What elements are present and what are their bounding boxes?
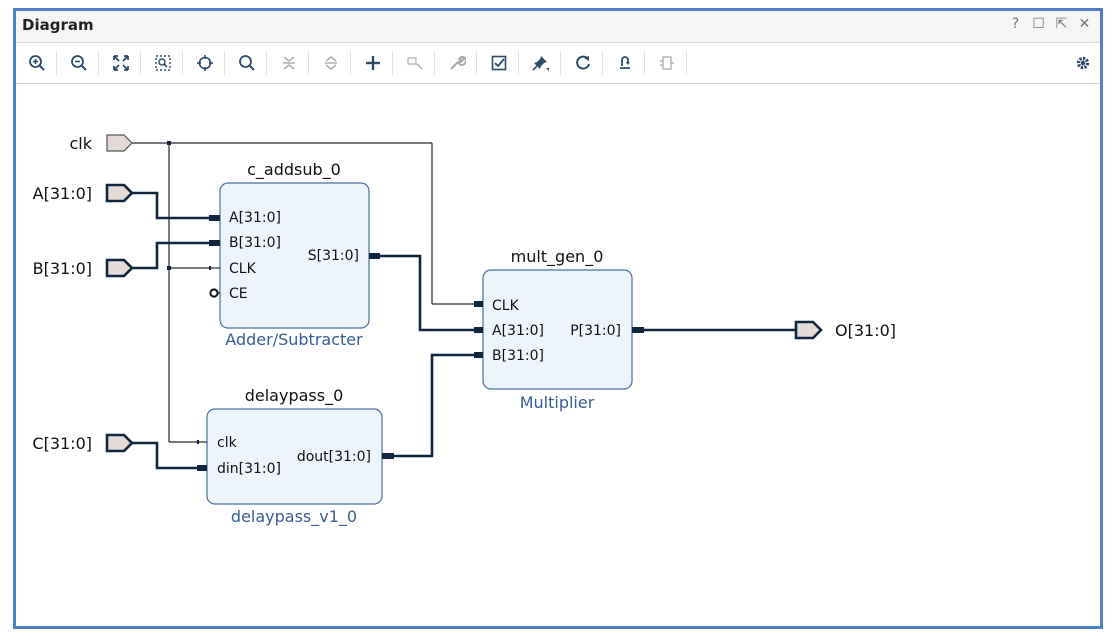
toolbar xyxy=(16,43,1100,84)
zoom-fit-icon[interactable] xyxy=(108,51,134,75)
add-ip-icon[interactable] xyxy=(360,51,386,75)
window-title: Diagram xyxy=(22,16,94,34)
port-label: A[31:0] xyxy=(33,184,92,203)
close-icon[interactable]: ✕ xyxy=(1078,16,1091,32)
zoom-out-icon[interactable] xyxy=(66,51,92,75)
net-junction xyxy=(167,141,171,145)
port-a[interactable]: A[31:0] xyxy=(33,183,134,203)
pin-label: B[31:0] xyxy=(229,235,281,251)
pin-label: A[31:0] xyxy=(229,210,281,226)
zoom-area-icon[interactable] xyxy=(150,51,176,75)
block-instance-name: delaypass_0 xyxy=(245,386,344,406)
collapse-icon[interactable] xyxy=(276,51,302,75)
port-label: C[31:0] xyxy=(32,434,92,453)
port-b[interactable]: B[31:0] xyxy=(33,258,134,278)
settings-icon[interactable] xyxy=(1070,51,1096,75)
pin-label: clk xyxy=(217,435,238,451)
pin-label: CE xyxy=(229,286,248,302)
ip-block-icon[interactable] xyxy=(654,51,680,75)
pin-label: CLK xyxy=(492,298,520,314)
wrench-icon[interactable] xyxy=(444,51,470,75)
bus-nets xyxy=(132,191,796,470)
window-controls: ? ☐ ⇱ ✕ xyxy=(1008,16,1092,32)
add-port-icon[interactable] xyxy=(402,51,428,75)
regenerate-icon[interactable] xyxy=(612,51,638,75)
float-icon[interactable]: ⇱ xyxy=(1055,16,1068,32)
block-type-label: delaypass_v1_0 xyxy=(231,507,357,527)
port-o[interactable]: O[31:0] xyxy=(794,320,896,340)
block-delaypass[interactable]: delaypass_0 clk din[31:0] dout[31:0] del… xyxy=(197,386,394,527)
port-label: B[31:0] xyxy=(33,259,92,278)
block-type-label: Adder/Subtracter xyxy=(225,330,363,349)
port-c[interactable]: C[31:0] xyxy=(32,433,134,453)
refresh-icon[interactable] xyxy=(570,51,596,75)
port-label: O[31:0] xyxy=(835,321,896,340)
pin-label: P[31:0] xyxy=(570,323,621,339)
pin-label: CLK xyxy=(229,261,257,277)
pin-icon[interactable] xyxy=(528,51,554,75)
net-junction xyxy=(167,266,171,270)
diagram-window: Diagram ? ☐ ⇱ ✕ xyxy=(13,8,1103,629)
pin-label: B[31:0] xyxy=(492,348,544,364)
block-mult-gen[interactable]: mult_gen_0 CLK A[31:0] B[31:0] P[31:0] M… xyxy=(474,247,644,412)
port-clk[interactable]: clk xyxy=(69,134,133,153)
zoom-in-icon[interactable] xyxy=(24,51,50,75)
help-icon[interactable]: ? xyxy=(1011,16,1020,32)
search-icon[interactable] xyxy=(234,51,260,75)
pin-label: A[31:0] xyxy=(492,323,544,339)
center-icon[interactable] xyxy=(192,51,218,75)
block-instance-name: mult_gen_0 xyxy=(511,247,604,267)
pin-label: dout[31:0] xyxy=(297,449,371,465)
block-c-addsub[interactable]: c_addsub_0 A[31:0] B[31:0] CLK CE S[31:0… xyxy=(209,160,380,349)
clock-net xyxy=(132,142,474,443)
pin-label: din[31:0] xyxy=(217,461,281,477)
validate-icon[interactable] xyxy=(486,51,512,75)
title-bar: Diagram ? ☐ ⇱ ✕ xyxy=(16,11,1100,43)
port-label: clk xyxy=(69,134,92,153)
block-type-label: Multiplier xyxy=(520,393,595,412)
restore-icon[interactable]: ☐ xyxy=(1032,16,1045,32)
pin-label: S[31:0] xyxy=(308,248,359,264)
expand-icon[interactable] xyxy=(318,51,344,75)
block-instance-name: c_addsub_0 xyxy=(247,160,341,180)
